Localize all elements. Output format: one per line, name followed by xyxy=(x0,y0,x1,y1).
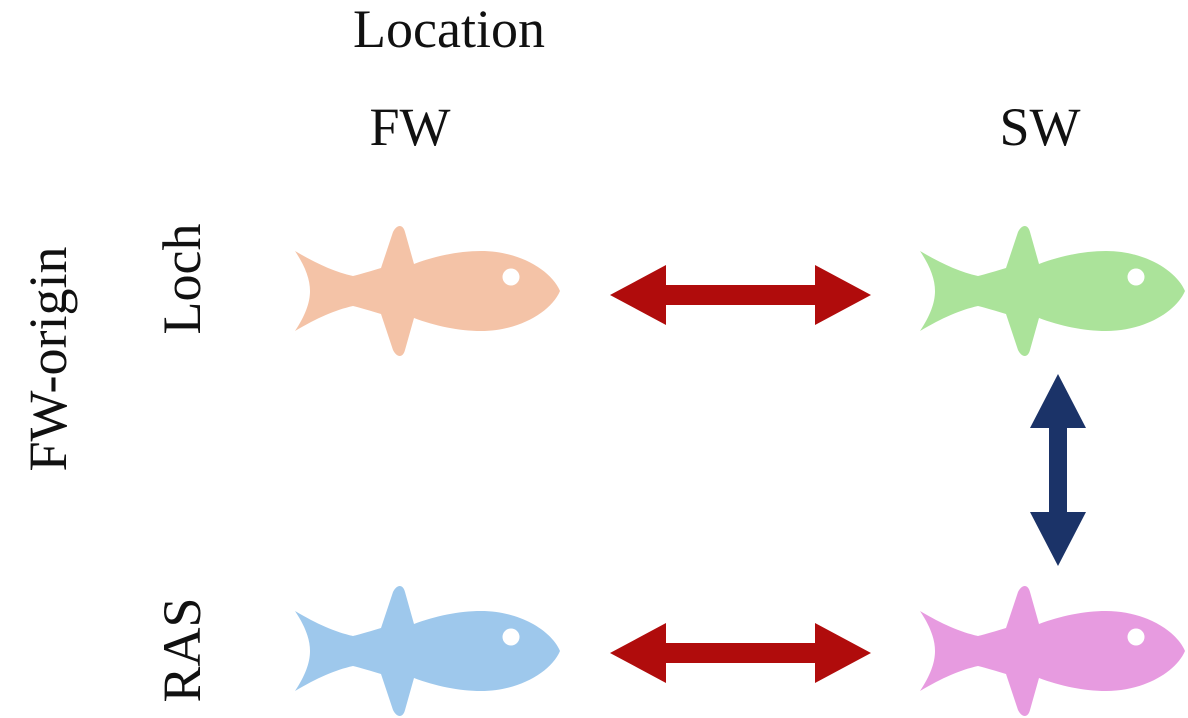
row-axis-title: FW-origin xyxy=(18,246,78,472)
double-arrow-vertical-icon-sw xyxy=(1018,372,1098,568)
fish-body-shape xyxy=(920,586,1185,716)
column-axis-title: Location xyxy=(353,0,545,59)
row-header-loch: Loch xyxy=(152,223,212,335)
column-header-sw: SW xyxy=(999,97,1081,157)
fish-eye-icon xyxy=(1127,628,1145,646)
double-arrow-horizontal-icon-loch xyxy=(608,255,873,335)
fish-eye-icon xyxy=(502,268,520,286)
arrow-shape xyxy=(1030,374,1086,566)
fish-body-shape xyxy=(295,586,560,716)
arrow-shape xyxy=(610,265,871,325)
fish-icon-loch-fw xyxy=(283,208,573,378)
fish-body-shape xyxy=(295,226,560,356)
row-header-ras: RAS xyxy=(152,597,212,703)
fish-body-shape xyxy=(920,226,1185,356)
arrow-shape xyxy=(610,623,871,683)
fish-icon-ras-sw xyxy=(908,568,1188,718)
fish-icon-loch-sw xyxy=(908,208,1188,378)
fish-eye-icon xyxy=(502,628,520,646)
fish-eye-icon xyxy=(1127,268,1145,286)
double-arrow-horizontal-icon-ras xyxy=(608,613,873,693)
fish-icon-ras-fw xyxy=(283,568,573,718)
column-header-fw: FW xyxy=(369,97,451,157)
